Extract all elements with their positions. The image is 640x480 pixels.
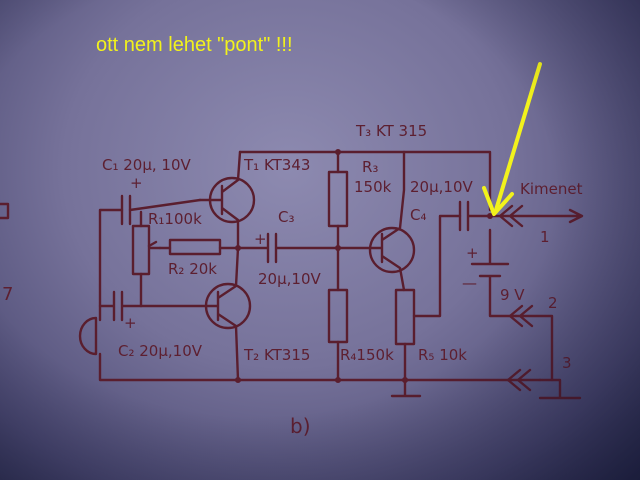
r2-label: R₂ 20k bbox=[168, 260, 217, 278]
output-terminal-1 bbox=[488, 204, 584, 228]
battery-plus-sign: + bbox=[466, 244, 479, 262]
junction-dot bbox=[402, 377, 408, 383]
r5-label: R₅ 10k bbox=[418, 346, 467, 364]
r1-label: R₁100k bbox=[148, 210, 202, 228]
r1-resistor bbox=[131, 224, 151, 276]
r2-resistor bbox=[168, 238, 222, 256]
cap-out-label: 20µ,10V bbox=[410, 178, 473, 196]
c1-plus-sign: + bbox=[130, 174, 143, 192]
r4-label: R₄150k bbox=[340, 346, 394, 364]
c4-capacitor bbox=[458, 200, 492, 232]
c3-value-label: 20µ,10V bbox=[258, 270, 321, 288]
r5-wiper-wire bbox=[412, 214, 462, 318]
r5-wire-ground bbox=[390, 342, 422, 398]
r3-resistor bbox=[327, 170, 349, 228]
terminal-2 bbox=[508, 304, 554, 382]
c1-wire bbox=[128, 198, 202, 212]
input-wire bbox=[98, 208, 124, 322]
terminal-3 bbox=[506, 368, 582, 400]
terminal-3-label: 3 bbox=[562, 354, 572, 372]
r5-resistor bbox=[394, 288, 416, 346]
c4-label: C₄ bbox=[410, 206, 427, 224]
c1-label: C₁ 20µ, 10V bbox=[102, 156, 191, 174]
output-label: Kimenet bbox=[520, 180, 583, 198]
battery-label: 9 V bbox=[500, 286, 525, 304]
junction-dot bbox=[335, 377, 341, 383]
annotation-note: ott nem lehet "pont" !!! bbox=[96, 34, 293, 56]
c2-plus-sign: + bbox=[124, 314, 137, 332]
r3-value-label: 150k bbox=[354, 178, 392, 196]
c3-plus-sign: + bbox=[254, 230, 267, 248]
t3-label: T₃ KT 315 bbox=[356, 122, 428, 140]
terminal-2-label: 2 bbox=[548, 294, 558, 312]
t1-label: T₁ KT343 bbox=[244, 156, 311, 174]
c2-label: C₂ 20µ,10V bbox=[118, 342, 203, 360]
figure-label: b) bbox=[290, 414, 311, 438]
microphone-icon bbox=[78, 316, 98, 356]
c3-capacitor bbox=[236, 232, 340, 264]
t1-leads bbox=[198, 150, 242, 250]
terminal-1-label: 1 bbox=[540, 228, 550, 246]
r4-resistor bbox=[327, 288, 349, 344]
margin-box bbox=[0, 202, 10, 220]
c3-label: C₃ bbox=[278, 208, 295, 226]
r3-name-label: R₃ bbox=[362, 158, 379, 176]
battery-minus-sign: — bbox=[462, 274, 477, 292]
margin-mark: 7 bbox=[2, 284, 14, 305]
junction-dot bbox=[235, 377, 241, 383]
t2-label: T₂ KT315 bbox=[244, 346, 311, 364]
